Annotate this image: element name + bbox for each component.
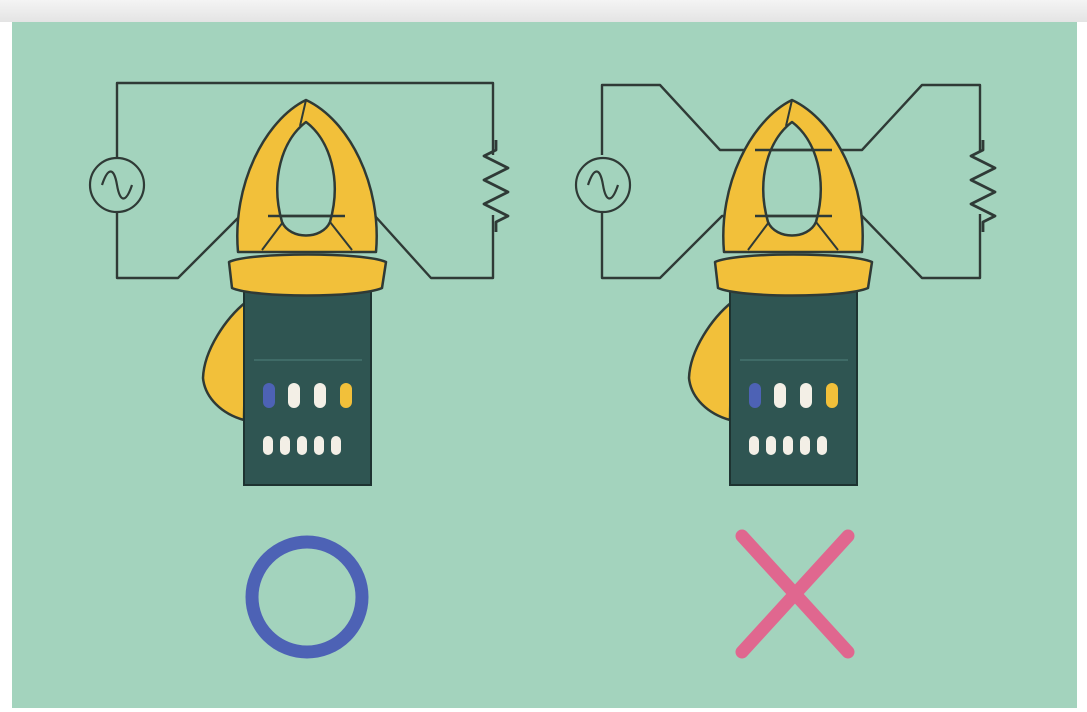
wire-top — [115, 81, 495, 158]
meter-button — [749, 436, 759, 455]
meter-button — [749, 383, 761, 408]
clamp-jaw — [236, 98, 378, 254]
clamp-collar — [227, 253, 388, 297]
meter-button — [314, 383, 326, 408]
meter-button — [331, 436, 341, 455]
meter-body — [729, 279, 858, 486]
trigger-lever — [687, 300, 734, 422]
resistor-icon — [482, 138, 510, 234]
jaw-seam — [299, 99, 307, 127]
clamp-collar — [713, 253, 874, 297]
meter-button — [314, 436, 324, 455]
clamp-meter-icon — [201, 98, 388, 486]
meter-button — [280, 436, 290, 455]
meter-body — [243, 279, 372, 486]
meter-button — [340, 383, 352, 408]
wrong-cross-icon — [735, 529, 855, 659]
meter-button — [263, 383, 275, 408]
meter-button — [817, 436, 827, 455]
meter-button — [766, 436, 776, 455]
trigger-lever — [201, 300, 248, 422]
meter-button — [774, 383, 786, 408]
resistor-icon — [969, 138, 997, 234]
clamp-jaw — [722, 98, 864, 254]
meter-button — [783, 436, 793, 455]
jaw-seam — [261, 221, 353, 251]
figure-background — [12, 22, 1077, 708]
meter-button — [288, 383, 300, 408]
meter-button — [263, 436, 273, 455]
jaw-seam — [785, 99, 793, 127]
top-strip — [0, 0, 1087, 22]
meter-button — [800, 383, 812, 408]
ac-source-icon — [574, 156, 632, 214]
jaw-seam — [747, 221, 839, 251]
meter-button — [297, 436, 307, 455]
wire-right-bottom — [374, 215, 495, 280]
meter-button — [800, 436, 810, 455]
meter-button — [826, 383, 838, 408]
clamp-meter-icon — [687, 98, 874, 486]
ac-source-icon — [88, 156, 146, 214]
correct-circle-icon — [245, 535, 369, 659]
